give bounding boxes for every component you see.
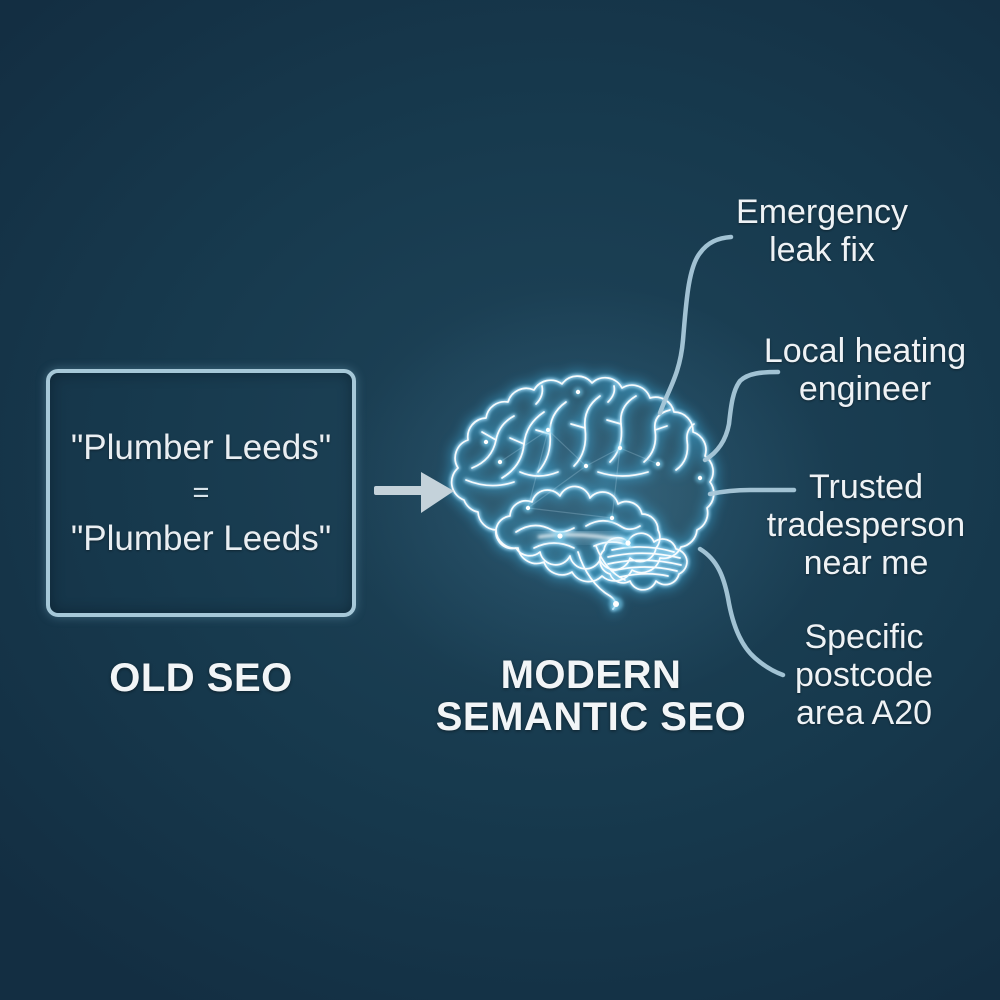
old-query-2: "Plumber Leeds" [70, 518, 332, 558]
connector-trusted-tradesperson [707, 487, 797, 497]
query-line: near me [803, 544, 929, 582]
brain-highlight [537, 531, 625, 544]
query-line: Trusted [808, 468, 923, 506]
connector-local-heating-engineer [702, 369, 781, 463]
query-line: Local heating [763, 332, 967, 370]
query-label-specific-postcode: Specific postcode area A20 [714, 618, 1000, 732]
old-query-1: "Plumber Leeds" [70, 427, 332, 467]
modern-caption-line2: SEMANTIC SEO [435, 695, 747, 739]
connector-emergency-leak-fix [657, 234, 734, 416]
connector-specific-postcode [697, 546, 786, 678]
modern-seo-caption: MODERN SEMANTIC SEO [430, 654, 752, 738]
query-line: tradesperson [766, 506, 966, 544]
connector-lines [657, 234, 797, 678]
query-line: engineer [798, 370, 932, 408]
synapse-dots [481, 387, 705, 611]
modern-caption-line1: MODERN [500, 653, 682, 697]
query-line: leak fix [769, 231, 875, 269]
old-seo-box: "Plumber Leeds" = "Plumber Leeds" [46, 369, 356, 617]
brain-icon [452, 376, 714, 611]
old-seo-caption: OLD SEO [109, 656, 293, 700]
query-line: area A20 [795, 694, 933, 732]
query-line: Specific [804, 618, 924, 656]
equals-sign: = [192, 476, 210, 509]
query-label-local-heating-engineer: Local heating engineer [712, 332, 1000, 408]
query-line: postcode [795, 656, 933, 694]
query-label-emergency-leak-fix: Emergency leak fix [682, 193, 962, 269]
right-arrow-icon [374, 472, 454, 513]
query-label-trusted-tradesperson: Trusted tradesperson near me [716, 468, 1000, 582]
query-line: Emergency [736, 193, 908, 231]
